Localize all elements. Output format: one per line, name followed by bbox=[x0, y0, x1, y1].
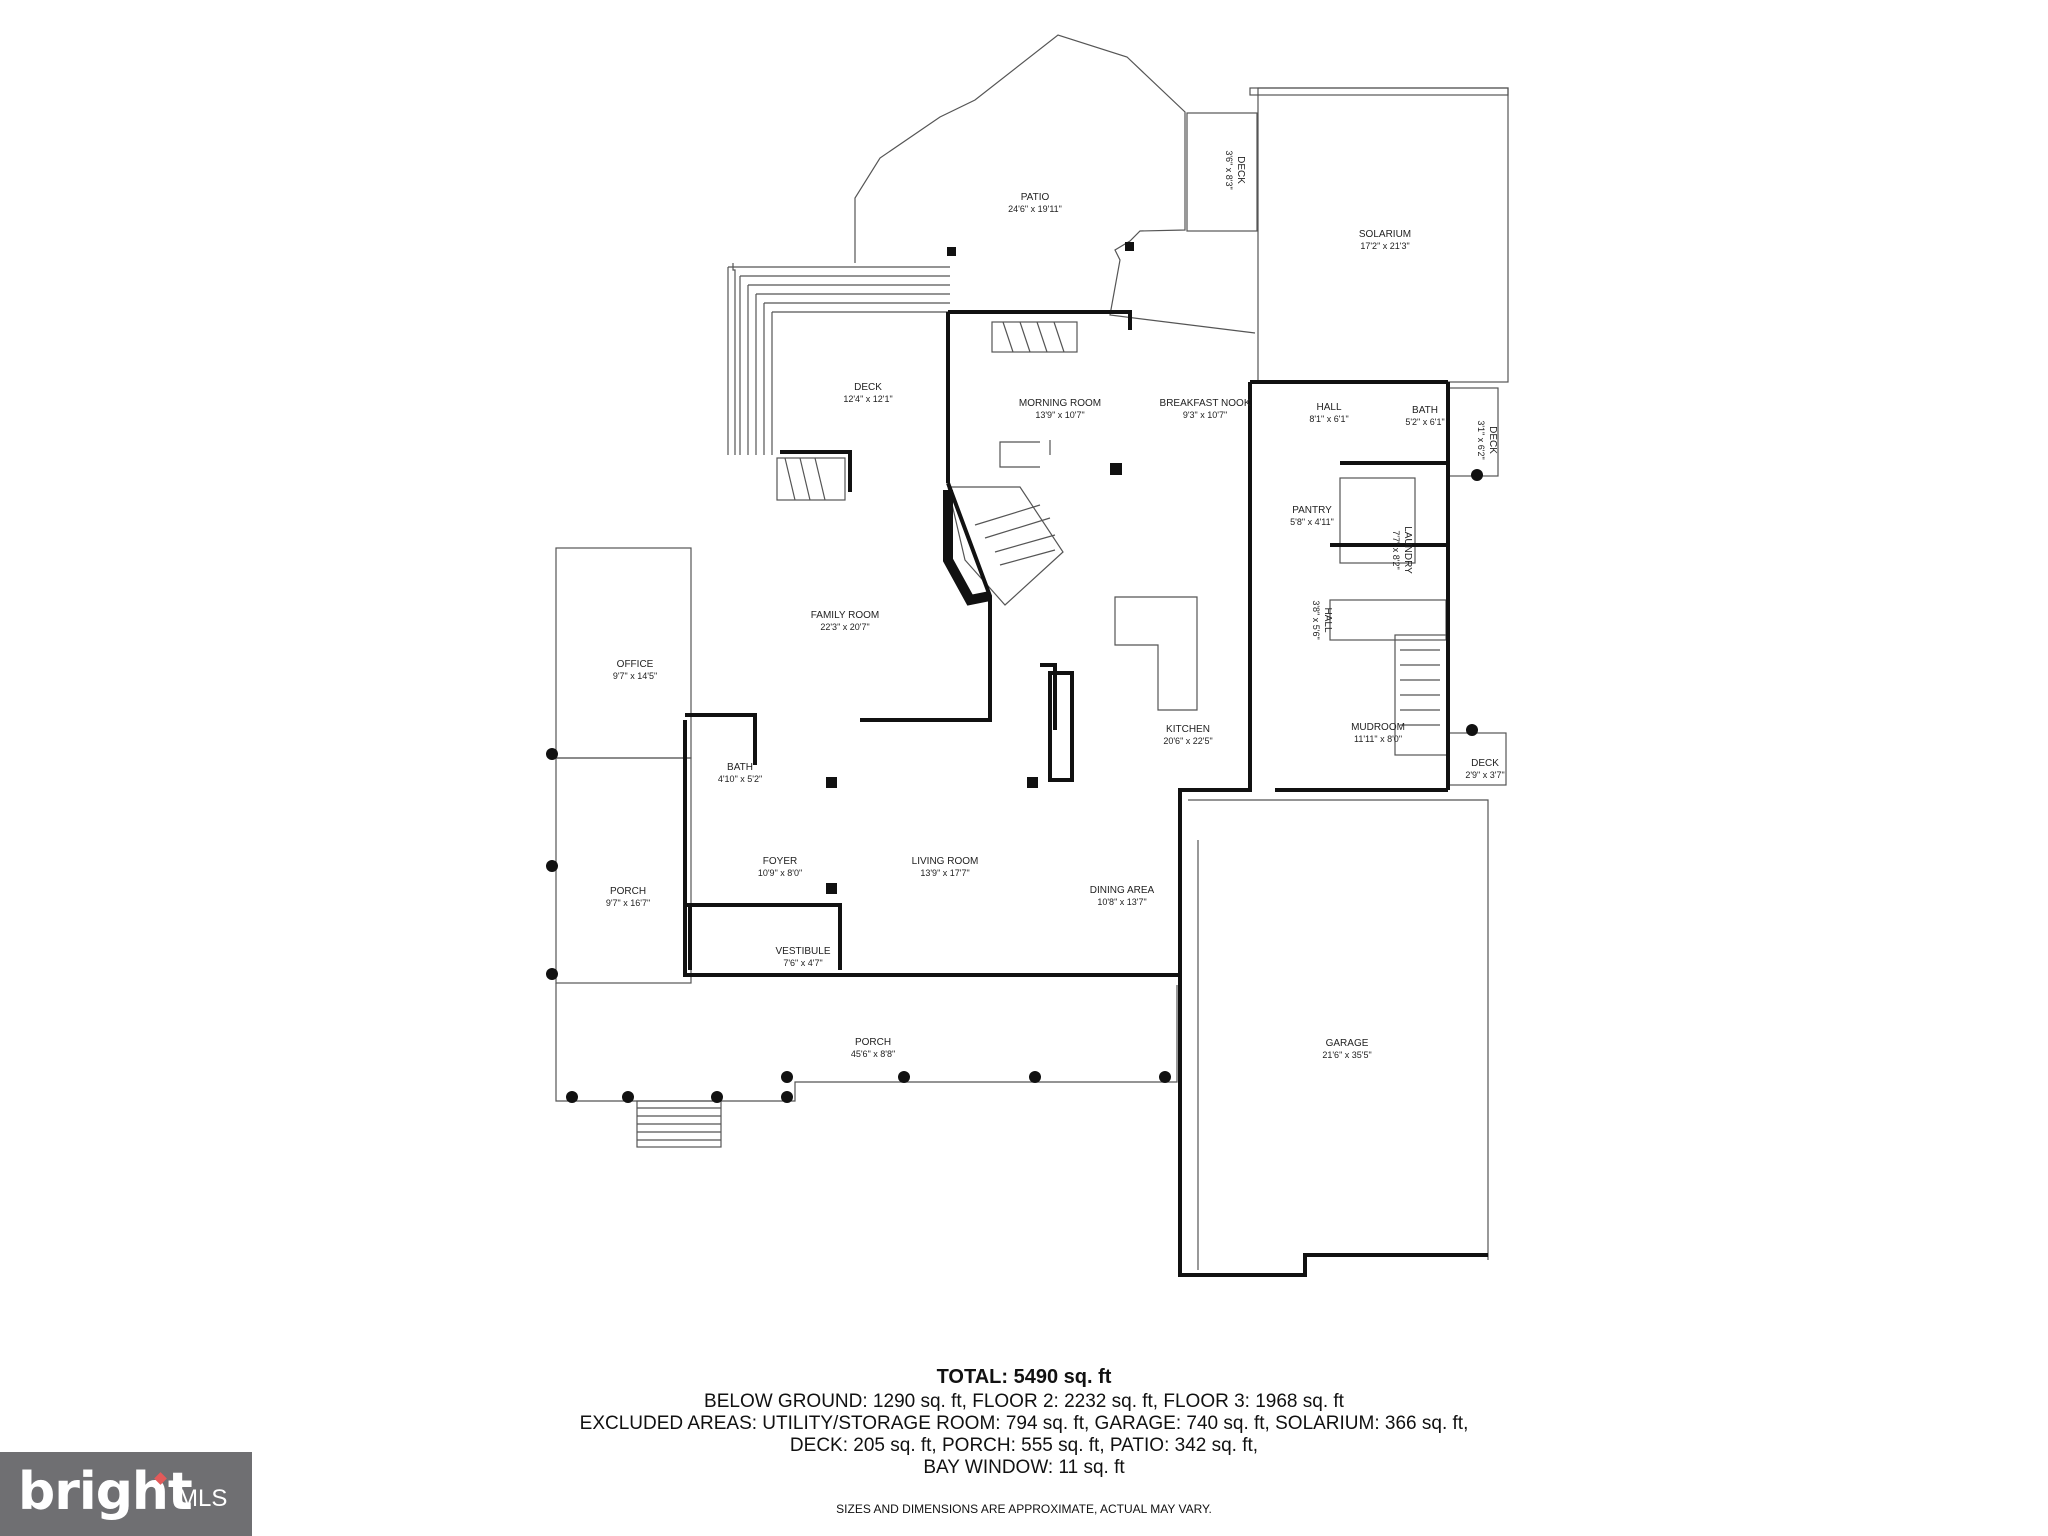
summary-line-3: DECK: 205 sq. ft, PORCH: 555 sq. ft, PAT… bbox=[789, 1435, 1259, 1456]
room-name: LAUNDRY bbox=[1402, 526, 1413, 574]
room-dimensions: 5'2" x 6'1" bbox=[1405, 417, 1444, 427]
room-dimensions: 9'7" x 16'7" bbox=[606, 898, 650, 908]
room-name: KITCHEN bbox=[1166, 724, 1210, 735]
room-name: PORCH bbox=[610, 886, 646, 897]
room-name: LIVING ROOM bbox=[912, 856, 979, 867]
room-dimensions: 2'9" x 3'7" bbox=[1465, 770, 1504, 780]
room-dimensions: 8'1" x 6'1" bbox=[1309, 414, 1348, 424]
room-name: MORNING ROOM bbox=[1019, 398, 1101, 409]
room-dimensions: 12'4" x 12'1" bbox=[843, 394, 892, 404]
room-name: OFFICE bbox=[617, 659, 654, 670]
brand-name: bright bbox=[18, 1462, 193, 1522]
room-dimensions: 3'1" x 6'2" bbox=[1476, 420, 1486, 459]
room-name: GARAGE bbox=[1326, 1038, 1369, 1049]
room-name: DECK bbox=[1487, 426, 1498, 454]
room-name: VESTIBULE bbox=[775, 946, 830, 957]
room-name: PANTRY bbox=[1292, 505, 1332, 516]
room-name: MUDROOM bbox=[1351, 722, 1405, 733]
room-name: DECK bbox=[854, 382, 882, 393]
brand-suffix: MLS bbox=[178, 1485, 228, 1512]
disclaimer: SIZES AND DIMENSIONS ARE APPROXIMATE, AC… bbox=[836, 1502, 1212, 1516]
room-dimensions: 45'6" x 8'8" bbox=[851, 1049, 895, 1059]
room-name: PATIO bbox=[1021, 192, 1050, 203]
room-name: HALL bbox=[1322, 607, 1333, 632]
room-dimensions: 13'9" x 10'7" bbox=[1035, 410, 1084, 420]
summary-line-4: BAY WINDOW: 11 sq. ft bbox=[923, 1457, 1125, 1478]
room-dimensions: 5'8" x 4'11" bbox=[1290, 517, 1334, 527]
room-name: BREAKFAST NOOK bbox=[1160, 398, 1251, 409]
kitchen-island bbox=[1114, 596, 1198, 711]
room-name: HALL bbox=[1316, 402, 1341, 413]
room-dimensions: 9'3" x 10'7" bbox=[1183, 410, 1227, 420]
room-dimensions: 21'6" x 35'5" bbox=[1322, 1050, 1371, 1060]
room-name: BATH bbox=[1412, 405, 1438, 416]
total-area: TOTAL: 5490 sq. ft bbox=[936, 1366, 1112, 1388]
porch-side-outline bbox=[555, 757, 692, 984]
room-dimensions: 9'7" x 14'5" bbox=[613, 671, 657, 681]
room-dimensions: 17'2" x 21'3" bbox=[1360, 241, 1409, 251]
stairwell-wall bbox=[943, 490, 991, 606]
room-dimensions: 11'11" x 8'0" bbox=[1354, 734, 1402, 744]
room-dimensions: 7'7" x 8'2" bbox=[1391, 530, 1401, 569]
front-porch-outline bbox=[555, 983, 1178, 1102]
room-dimensions: 20'6" x 22'5" bbox=[1163, 736, 1212, 746]
room-dimensions: 24'6" x 19'11" bbox=[1008, 204, 1062, 214]
bright-mls-logo: bright MLS bbox=[0, 1452, 252, 1536]
room-dimensions: 4'10" x 5'2" bbox=[718, 774, 762, 784]
top-deck-outline bbox=[1186, 112, 1258, 232]
room-dimensions: 10'9" x 8'0" bbox=[758, 868, 802, 878]
patio-outline bbox=[854, 34, 1256, 334]
left-deck-steps bbox=[732, 263, 736, 455]
room-dimensions: 10'8" x 13'7" bbox=[1097, 897, 1146, 907]
room-dimensions: 3'6" x 8'3" bbox=[1224, 150, 1234, 189]
room-name: BATH bbox=[727, 762, 753, 773]
summary-line-1: BELOW GROUND: 1290 sq. ft, FLOOR 2: 2232… bbox=[704, 1391, 1344, 1412]
room-name: FAMILY ROOM bbox=[811, 610, 880, 621]
room-dimensions: 13'9" x 17'7" bbox=[920, 868, 969, 878]
room-dimensions: 7'6" x 4'7" bbox=[783, 958, 822, 968]
room-name: SOLARIUM bbox=[1359, 229, 1411, 240]
posts bbox=[546, 242, 1483, 1103]
room-name: DECK bbox=[1235, 156, 1246, 184]
summary-line-2: EXCLUDED AREAS: UTILITY/STORAGE ROOM: 79… bbox=[579, 1413, 1469, 1434]
room-name: DINING AREA bbox=[1090, 885, 1155, 896]
room-dimensions: 22'3" x 20'7" bbox=[820, 622, 869, 632]
room-dimensions: 3'8" x 5'6" bbox=[1311, 600, 1321, 639]
room-name: DECK bbox=[1471, 758, 1499, 769]
room-name: FOYER bbox=[763, 856, 797, 867]
stairs bbox=[947, 486, 1064, 606]
office-outline bbox=[555, 547, 692, 759]
room-name: PORCH bbox=[855, 1037, 891, 1048]
main-walls bbox=[683, 310, 1488, 1277]
